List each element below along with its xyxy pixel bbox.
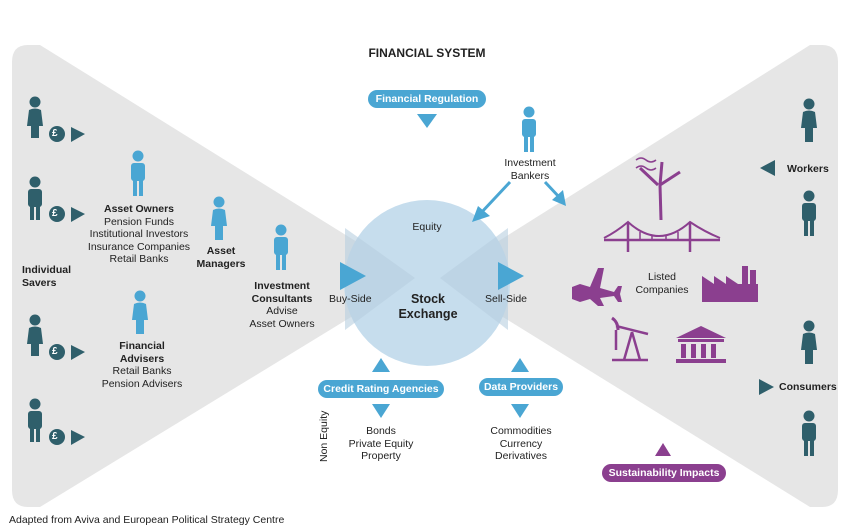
sell-side-arrow — [498, 262, 524, 290]
buy-side-label: Buy-Side — [329, 293, 372, 305]
data-down-arrow — [511, 404, 529, 418]
asset-owners-person-icon — [131, 150, 145, 196]
workers-arrow — [760, 160, 775, 176]
airplane-icon — [572, 268, 622, 306]
financial-advisers-block: Financial Advisers Retail Banks Pension … — [101, 340, 183, 390]
pound-coin-icon: £ — [52, 431, 58, 442]
investment-bankers-person-icon — [522, 106, 536, 152]
credit-rating-agencies-badge: Credit Rating Agencies — [318, 380, 444, 398]
asset-owners-block: Asset Owners Pension Funds Institutional… — [87, 203, 191, 265]
factory-icon — [702, 266, 758, 302]
worker-person-icon-2 — [802, 190, 816, 236]
bridge-icon — [603, 220, 721, 252]
equity-label: Equity — [412, 221, 442, 233]
source-footer: Adapted from Aviva and European Politica… — [9, 514, 285, 526]
sustainability-impacts-badge: Sustainability Impacts — [602, 464, 726, 482]
financial-regulation-badge: Financial Regulation — [368, 90, 486, 108]
stock-exchange-circle — [344, 200, 510, 366]
data-items-list: Commodities Currency Derivatives — [490, 425, 552, 462]
consumer-person-icon-2 — [802, 410, 816, 456]
investment-consultants-block: Investment Consultants Advise Asset Owne… — [249, 280, 315, 330]
sell-side-label: Sell-Side — [485, 293, 528, 305]
data-up-arrow — [511, 358, 529, 372]
workers-label: Workers — [787, 163, 829, 175]
credit-items-list: Bonds Private Equity Property — [348, 425, 414, 462]
buy-side-arrow — [340, 262, 366, 290]
investment-consultants-person-icon — [274, 224, 288, 270]
left-panel — [12, 45, 415, 507]
wind-turbine-icon — [635, 157, 681, 221]
non-equity-label: Non Equity — [318, 410, 330, 462]
pound-coin-icon: £ — [52, 128, 58, 139]
right-panel — [440, 45, 838, 507]
oil-pump-icon — [611, 316, 649, 362]
pound-coin-icon: £ — [52, 346, 58, 357]
data-providers-badge: Data Providers — [479, 378, 563, 396]
pound-coin-icon: £ — [52, 208, 58, 219]
regulation-arrow — [417, 114, 437, 128]
sustainability-arrow — [655, 443, 671, 456]
consumers-arrow — [759, 379, 774, 395]
bank-building-icon — [676, 326, 726, 363]
worker-person-icon — [801, 98, 817, 142]
page-title: FINANCIAL SYSTEM — [368, 46, 486, 60]
saver-rows — [27, 96, 85, 445]
credit-down-arrow — [372, 404, 390, 418]
consumer-person-icon — [801, 320, 817, 364]
credit-up-arrow — [372, 358, 390, 372]
financial-advisers-person-icon — [132, 290, 148, 334]
asset-managers-person-icon — [211, 196, 227, 240]
consumers-label: Consumers — [779, 381, 837, 393]
